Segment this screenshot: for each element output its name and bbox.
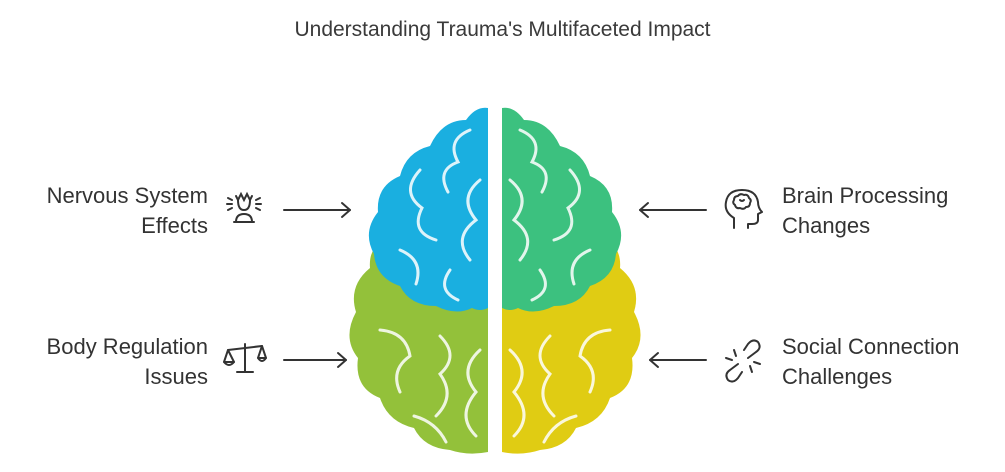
arrow-right-bottom <box>283 352 347 368</box>
stressed-person-icon <box>226 191 262 223</box>
diagram-title: Understanding Trauma's Multifaceted Impa… <box>294 18 711 41</box>
brain-region-upper-left <box>368 107 488 312</box>
brain-illustration <box>349 107 641 454</box>
label-body-regulation: Body Regulation Issues <box>46 334 208 389</box>
brain-folds <box>378 128 612 444</box>
label-social-connection: Social Connection Challenges <box>782 334 960 389</box>
label-brain-processing: Brain Processing Changes <box>782 183 949 238</box>
brain-region-upper-right <box>502 107 622 312</box>
arrow-left-top <box>639 202 707 218</box>
broken-link-icon <box>725 339 761 383</box>
balance-scale-icon <box>223 343 267 373</box>
label-nervous-system: Nervous System Effects <box>46 183 208 238</box>
arrow-left-bottom <box>649 352 707 368</box>
head-brain-icon <box>724 189 763 229</box>
arrow-right-top <box>283 202 351 218</box>
